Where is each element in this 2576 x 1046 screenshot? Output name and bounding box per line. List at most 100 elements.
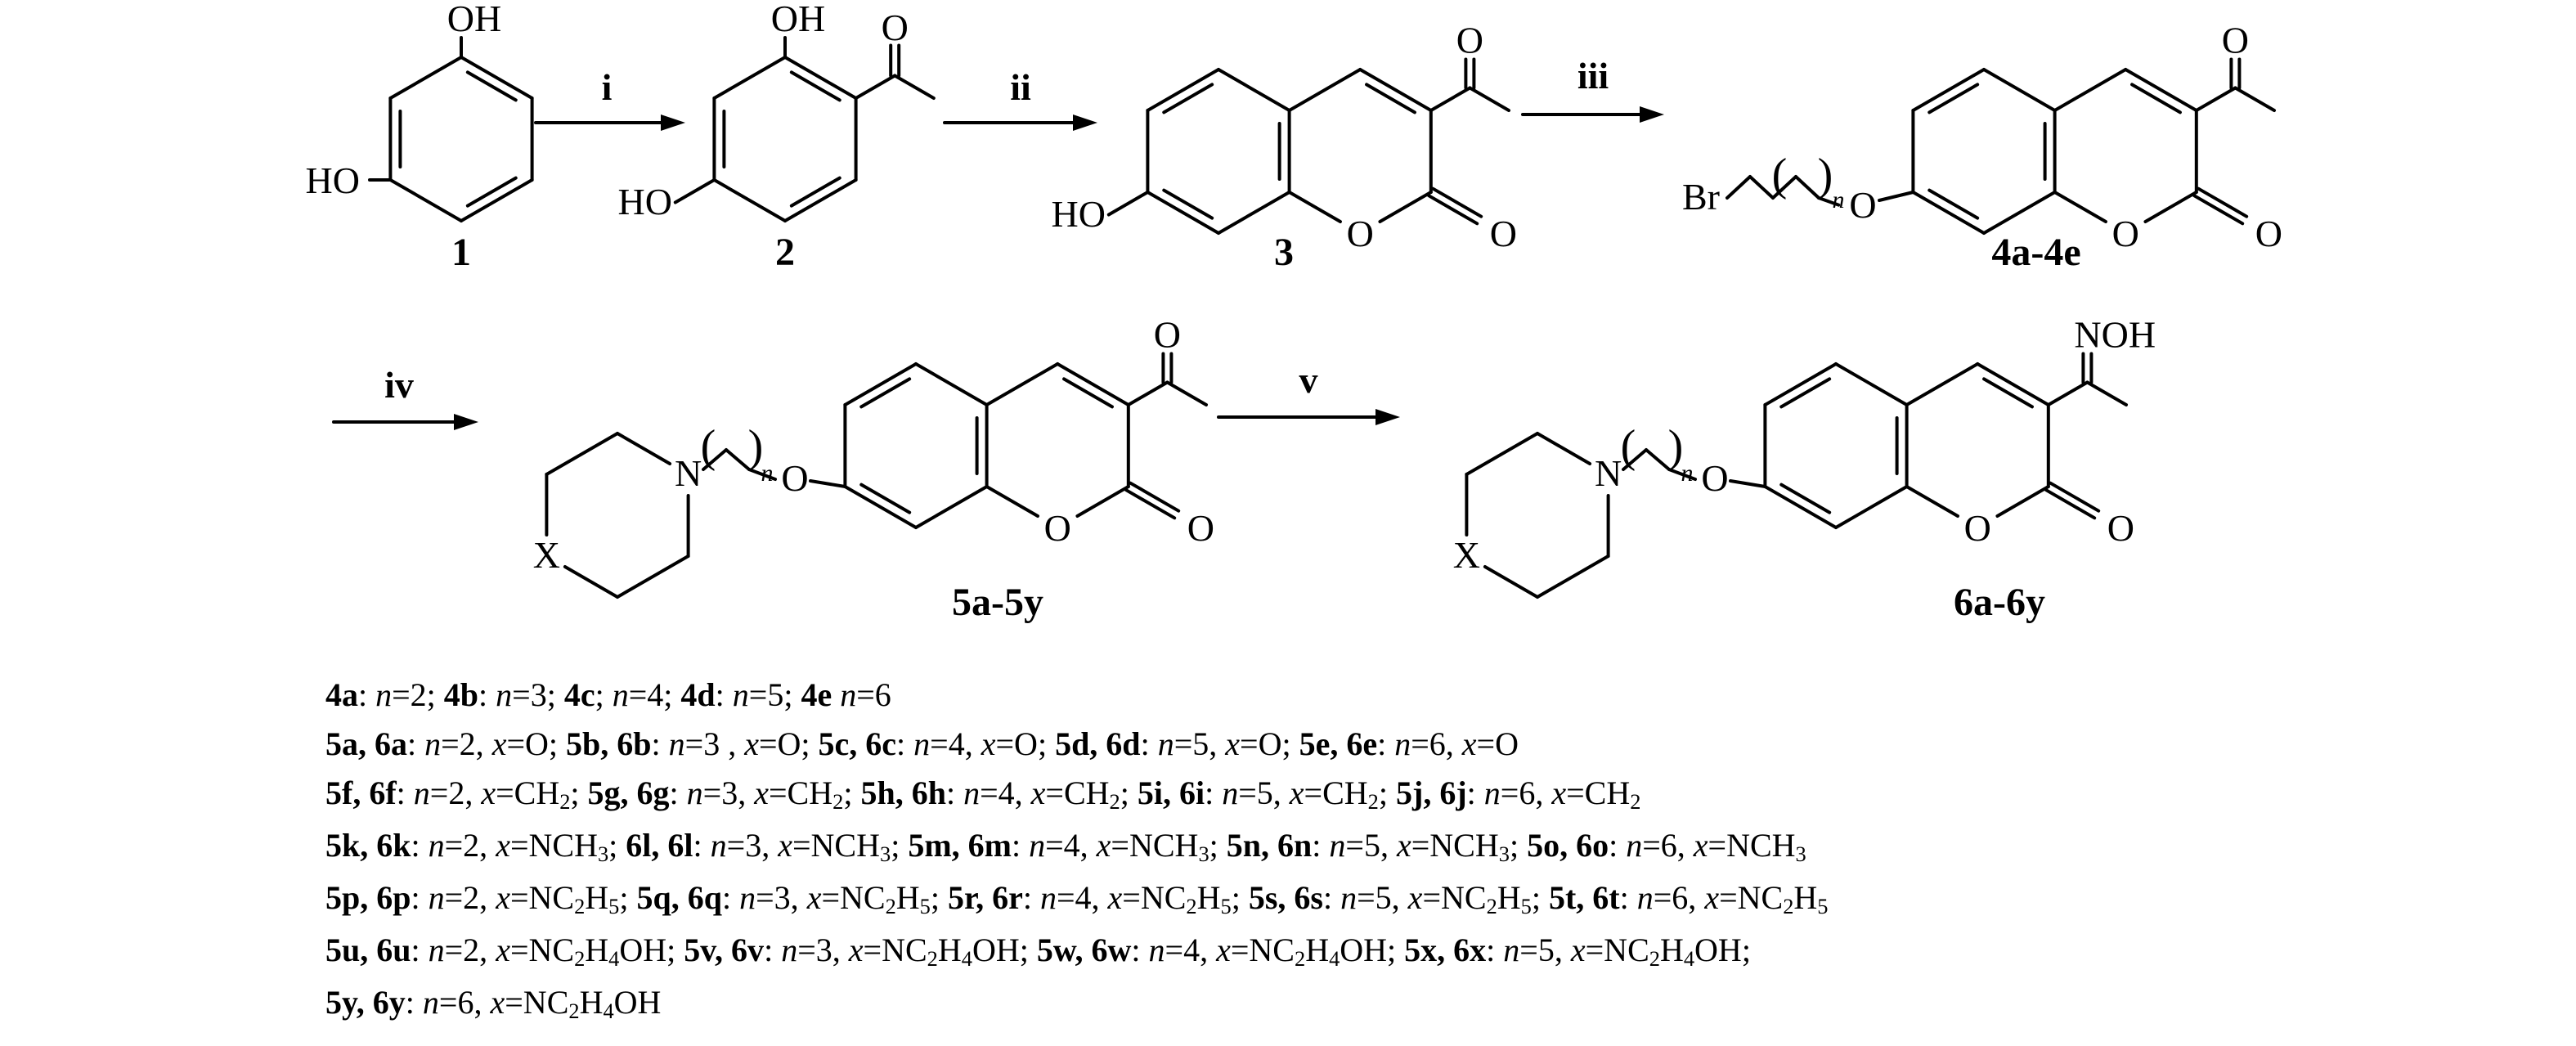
legend-segment: =NCH	[1411, 827, 1499, 864]
legend: 4a: n=2; 4b: n=3; 4c; n=4; 4d: n=5; 4e n…	[325, 671, 1829, 1030]
legend-segment: 6l, 6l	[626, 827, 693, 864]
legend-segment: 4e	[801, 676, 832, 713]
legend-segment: ;	[843, 774, 861, 811]
lactone-oxygen-label: O	[2255, 213, 2282, 254]
legend-segment: 2	[1783, 893, 1794, 918]
legend-segment: x	[1289, 774, 1304, 811]
legend-segment: =3,	[726, 827, 779, 864]
bond	[1911, 68, 1986, 112]
legend-segment: H	[895, 879, 920, 916]
legend-segment: H	[1793, 879, 1818, 916]
legend-segment: H	[1196, 879, 1221, 916]
bond	[1162, 188, 1214, 220]
bond	[1162, 83, 1214, 114]
lactone-oxygen-label: O	[2107, 507, 2134, 549]
ether-oxygen-label: O	[1701, 457, 1728, 499]
lactone-oxygen-label: O	[1490, 213, 1517, 254]
legend-segment: :	[896, 725, 914, 762]
bond	[1905, 362, 1980, 406]
legend-segment: n	[375, 676, 393, 713]
legend-segment: H	[1305, 932, 1330, 968]
bond	[893, 74, 936, 100]
legend-segment: =3 ,	[684, 725, 745, 762]
bond	[1622, 448, 1648, 471]
legend-segment: ;	[595, 676, 613, 713]
bond	[2044, 488, 2097, 520]
ether-oxygen-label: O	[1849, 184, 1876, 226]
legend-segment: ;	[1120, 774, 1138, 811]
compound-number: 5a-5y	[952, 581, 1043, 624]
legend-segment: :	[405, 984, 423, 1021]
legend-segment: :	[1619, 879, 1637, 916]
bond	[1124, 488, 1177, 520]
legend-segment: =NC	[509, 932, 575, 968]
bond	[1982, 191, 2057, 235]
legend-segment: =O;	[1240, 725, 1299, 762]
hydroxy-label: HO	[1052, 193, 1106, 235]
bond	[673, 178, 716, 204]
legend-segment: n	[1394, 725, 1411, 762]
legend-segment: n	[963, 774, 981, 811]
legend-segment: 5w, 6w	[1036, 932, 1132, 968]
bracket-open-label: (	[1621, 421, 1636, 472]
bond	[1468, 86, 1510, 112]
arrowhead	[1073, 114, 1097, 131]
bond	[2233, 86, 2276, 112]
legend-segment: n	[496, 676, 513, 713]
legend-line: 5a, 6a: n=2, x=O; 5b, 6b: n=3 , x=O; 5c,…	[325, 720, 1829, 769]
bond	[2143, 191, 2198, 223]
legend-segment: =2,	[444, 827, 496, 864]
bond	[2124, 68, 2198, 112]
bond	[859, 377, 912, 409]
ketone-oxygen-label: O	[1456, 20, 1483, 61]
legend-segment: 2	[574, 893, 586, 918]
legend-segment: :	[669, 774, 687, 811]
legend-segment: n	[428, 879, 445, 916]
legend-segment: =NC	[505, 984, 569, 1021]
bond	[985, 362, 1060, 406]
legend-segment: 5o, 6o	[1527, 827, 1609, 864]
bond	[1779, 377, 1832, 409]
ring-heteroatom-label: X	[1453, 534, 1480, 576]
legend-segment: =4;	[628, 676, 681, 713]
legend-segment: :	[945, 774, 964, 811]
legend-segment: n	[913, 725, 931, 762]
legend-segment: =NC	[863, 932, 927, 968]
legend-segment: 3	[1795, 841, 1806, 866]
legend-line: 5p, 6p: n=2, x=NC2H5; 5q, 6q: n=3, x=NC2…	[325, 873, 1829, 926]
legend-segment: x	[848, 932, 864, 968]
legend-line: 5f, 6f: n=2, x=CH2; 5g, 6g: n=3, x=CH2; …	[325, 769, 1829, 821]
bond	[2194, 86, 2237, 112]
bond	[914, 485, 989, 529]
legend-segment: :	[1011, 827, 1030, 864]
legend-segment: 5r, 6r	[948, 879, 1023, 916]
legend-segment: =5,	[1238, 774, 1290, 811]
legend-segment: n	[781, 932, 798, 968]
legend-segment: =6,	[1500, 774, 1552, 811]
legend-segment: =2;	[392, 676, 444, 713]
bond	[616, 554, 690, 599]
bond	[465, 70, 518, 102]
legend-segment: 5e, 6e	[1299, 725, 1378, 762]
bond	[712, 56, 787, 100]
legend-segment: 2	[568, 998, 580, 1023]
bond	[465, 176, 518, 208]
bond	[1165, 380, 1208, 406]
legend-segment: x	[1030, 774, 1046, 811]
bond	[1129, 481, 1181, 513]
legend-segment: n	[1157, 725, 1174, 762]
legend-segment: ;	[930, 879, 948, 916]
legend-segment: 5	[1817, 893, 1829, 918]
legend-line: 5k, 6k: n=2, x=NCH3; 6l, 6l: n=3, x=NCH3…	[325, 821, 1829, 873]
legend-line: 5y, 6y: n=6, x=NC2H4OH	[325, 978, 1829, 1030]
legend-segment: x	[491, 725, 507, 762]
bond	[2085, 380, 2128, 406]
legend-segment: x	[1396, 827, 1411, 864]
legend-segment: =CH	[1304, 774, 1368, 811]
legend-segment: =NCH	[1111, 827, 1199, 864]
legend-segment: :	[358, 676, 376, 713]
legend-segment: 2	[559, 788, 571, 814]
legend-segment	[832, 676, 840, 713]
legend-segment: 4	[961, 945, 972, 971]
